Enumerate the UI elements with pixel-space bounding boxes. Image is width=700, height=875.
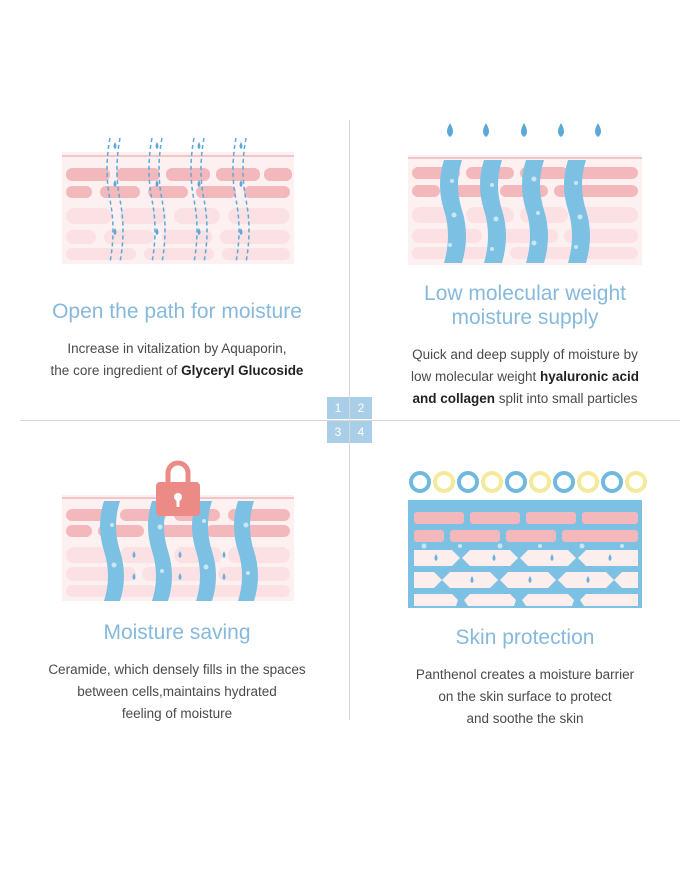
desc-line: between cells,maintains hydrated [77,684,277,699]
desc-line: Increase in vitalization by Aquaporin, [67,341,287,356]
section-title: Skin protection [455,626,595,649]
section-low-molecular: Low molecular weight moisture supply Qui… [360,115,690,410]
section-moisture-saving: Moisture saving Ceramide, which densely … [12,455,342,725]
skin-barrier-circles-icon [408,471,647,608]
section-skin-protection: Skin protection Panthenol creates a mois… [360,462,690,730]
desc-line: the core ingredient of Glyceryl Glucosid… [50,363,304,378]
section-description: Ceramide, which densely fills in the spa… [12,659,342,725]
section-title: Open the path for moisture [52,300,302,323]
section-open-path: Open the path for moisture Increase in v… [12,130,342,382]
section-title: Moisture saving [103,621,251,644]
section-number-4: 4 [350,421,372,443]
horizontal-divider [20,420,680,421]
desc-line: low molecular weight hyaluronic acid [410,369,640,384]
section-number-1: 1 [327,397,349,419]
desc-line: and soothe the skin [466,711,584,726]
desc-line: on the skin surface to protect [438,689,612,704]
desc-line: and collagen split into small particles [412,391,638,406]
desc-line: Quick and deep supply of moisture by [412,347,638,362]
desc-line: Panthenol creates a moisture barrier [415,667,635,682]
section-description: Quick and deep supply of moisture by low… [360,344,690,410]
desc-line: Ceramide, which densely fills in the spa… [48,662,306,677]
section-title: Low molecular weight moisture supply [424,282,626,329]
skin-layers-water-channels-icon [408,123,642,265]
section-number-3: 3 [327,421,349,443]
section-description: Increase in vitalization by Aquaporin, t… [12,338,342,382]
skin-layers-lock-icon [62,460,294,601]
section-number-2: 2 [350,397,372,419]
skin-layers-dashed-paths-icon [62,137,294,264]
section-description: Panthenol creates a moisture barrier on … [360,664,690,730]
desc-line: feeling of moisture [121,706,233,721]
